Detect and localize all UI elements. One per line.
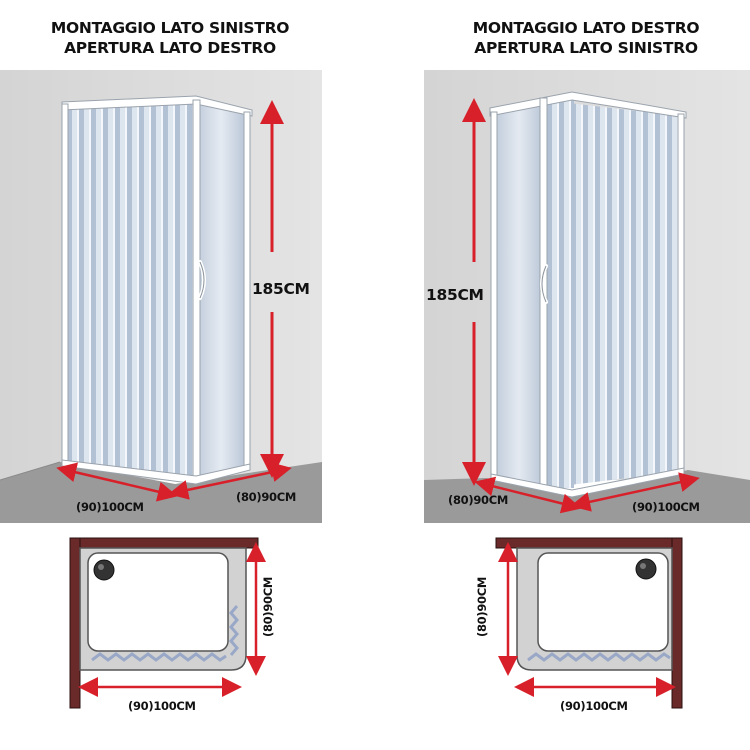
right-plan-drain bbox=[635, 558, 657, 580]
right-title-line1: MONTAGGIO LATO DESTRO bbox=[472, 19, 700, 37]
left-side-panel bbox=[196, 102, 246, 478]
right-plan-wall-right bbox=[671, 537, 683, 709]
right-plan-tray-basin bbox=[537, 552, 669, 652]
right-side-panel bbox=[494, 100, 544, 488]
right-title: MONTAGGIO LATO DESTRO APERTURA LATO SINI… bbox=[436, 18, 736, 58]
left-title-line2: APERTURA LATO DESTRO bbox=[64, 39, 276, 57]
right-plan-folding-door-wave bbox=[527, 652, 671, 662]
left-front-post bbox=[61, 103, 69, 465]
left-corner-post bbox=[192, 99, 201, 483]
right-side-width-arrow bbox=[474, 476, 582, 514]
right-front-post bbox=[677, 113, 685, 475]
right-scene bbox=[424, 70, 750, 523]
right-side-width-label: (80)90CM bbox=[448, 493, 509, 507]
left-scene bbox=[0, 70, 322, 523]
right-front-width-label: (90)100CM bbox=[632, 500, 700, 514]
right-folded-panels bbox=[544, 100, 574, 488]
left-side-width-arrow bbox=[168, 462, 292, 500]
left-wall-corner-line bbox=[0, 461, 61, 481]
left-plan bbox=[69, 537, 266, 709]
right-title-line2: APERTURA LATO SINISTRO bbox=[474, 39, 698, 57]
right-front-width-arrow bbox=[570, 472, 700, 512]
left-front-width-arrow bbox=[56, 462, 178, 502]
left-title-line1: MONTAGGIO LATO SINISTRO bbox=[50, 19, 290, 37]
left-side-width-label: (80)90CM bbox=[236, 490, 297, 504]
left-folding-door bbox=[66, 102, 196, 478]
right-height-label: 185CM bbox=[426, 286, 484, 304]
left-title: MONTAGGIO LATO SINISTRO APERTURA LATO DE… bbox=[20, 18, 320, 58]
right-folding-door bbox=[544, 100, 680, 488]
left-plan-folding-door-wave bbox=[91, 652, 227, 662]
right-plan bbox=[495, 537, 683, 709]
left-plan-tray-basin bbox=[87, 552, 229, 652]
right-wall-post bbox=[490, 111, 498, 481]
left-plan-width-label: (90)100CM bbox=[128, 699, 196, 713]
right-top-rail bbox=[489, 91, 687, 119]
left-plan-depth-label: (80)90CM bbox=[261, 576, 275, 637]
right-plan-width-label: (90)100CM bbox=[560, 699, 628, 713]
left-front-width-label: (90)100CM bbox=[76, 500, 144, 514]
left-wall-post bbox=[243, 111, 251, 469]
left-plan-wall-top bbox=[69, 537, 259, 549]
right-plan-depth-label: (80)90CM bbox=[475, 576, 489, 637]
left-height-label: 185CM bbox=[252, 280, 310, 298]
left-plan-drain bbox=[93, 559, 115, 581]
left-plan-wall-left bbox=[69, 537, 81, 709]
left-plan-side-panel-wave bbox=[229, 605, 239, 656]
left-folded-panels bbox=[168, 102, 196, 478]
right-plan-wall-top bbox=[495, 537, 683, 549]
